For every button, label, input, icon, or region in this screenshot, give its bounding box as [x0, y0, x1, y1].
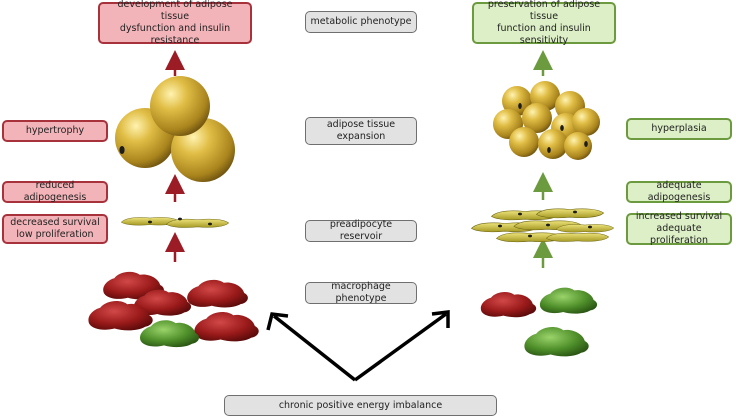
label-reduced-adipogenesis: reduced adipogenesis: [2, 180, 108, 203]
label-preadipocyte-reservoir: preadipocyte reservoir: [305, 219, 417, 242]
left-preadipocytes: [120, 217, 230, 228]
label-macrophage-phenotype: macrophage phenotype: [305, 281, 417, 304]
label-increased-survival: increased survival adequate proliferatio…: [626, 211, 732, 246]
arrow-to-right: [353, 312, 448, 382]
label-hypertrophy: hypertrophy: [2, 120, 108, 142]
label-decreased-survival: decreased survival low proliferation: [2, 214, 108, 244]
label-chronic-energy-imbalance: chronic positive energy imbalance: [224, 395, 497, 416]
right-macrophages: [480, 287, 598, 357]
diverging-arrows: [266, 310, 450, 382]
label-left-outcome: development of adipose tissue dysfunctio…: [98, 0, 252, 46]
arrow-to-left: [272, 314, 357, 382]
label-adipose-tissue-expansion: adipose tissue expansion: [305, 117, 417, 145]
hypertrophic-adipocytes: [115, 76, 235, 182]
label-right-outcome: preservation of adipose tissue function …: [472, 0, 616, 46]
right-preadipocytes: [471, 208, 615, 243]
label-metabolic-phenotype: metabolic phenotype: [305, 11, 417, 33]
label-hyperplasia: hyperplasia: [626, 118, 732, 140]
hyperplastic-adipocytes: [493, 81, 600, 160]
label-adequate-adipogenesis: adequate adipogenesis: [626, 180, 732, 203]
left-macrophages: [88, 271, 259, 348]
